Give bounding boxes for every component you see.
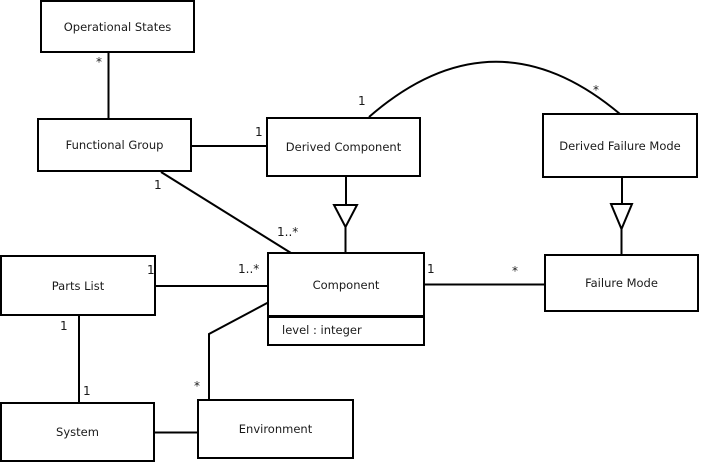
class-component-title: Component: [269, 254, 423, 318]
multiplicity-failure-mode-end: *: [512, 264, 518, 278]
association-functional-group-component[interactable]: [160, 171, 292, 254]
class-name-parts-list: Parts List: [51, 278, 105, 293]
attribute-level: level : integer: [282, 322, 362, 337]
multiplicity-parts-list-end-component: 1: [147, 263, 155, 277]
multiplicity-component-end-parts-list: 1..*: [238, 262, 260, 276]
multiplicity-environment-end: *: [194, 379, 200, 393]
multiplicity-functional-group-end: 1: [154, 178, 162, 192]
class-name-environment: Environment: [238, 422, 313, 436]
class-parts-list[interactable]: Parts List: [0, 255, 156, 316]
class-component[interactable]: Component level : integer: [267, 252, 425, 346]
multiplicity-component-end-failure-mode: 1: [427, 262, 435, 276]
generalization-arrow-derived-failure-mode-icon: [609, 203, 634, 232]
class-component-attributes: level : integer: [269, 318, 423, 341]
class-name-derived-failure-mode: Derived Failure Mode: [559, 138, 681, 153]
class-name-system: System: [56, 425, 99, 439]
class-name-functional-group: Functional Group: [65, 138, 164, 152]
multiplicity-parts-list-end-system: 1: [60, 319, 68, 333]
multiplicity-arc-derived-failure-mode-end: *: [593, 83, 599, 97]
class-name-operational-states: Operational States: [63, 19, 172, 34]
class-name-component: Component: [312, 277, 380, 292]
class-derived-component[interactable]: Derived Component: [266, 117, 421, 177]
multiplicity-arc-derived-component-end: 1: [358, 94, 366, 108]
class-name-failure-mode: Failure Mode: [585, 276, 658, 290]
class-failure-mode[interactable]: Failure Mode: [544, 254, 699, 312]
class-derived-failure-mode[interactable]: Derived Failure Mode: [542, 113, 698, 178]
association-derived-component-derived-failure-mode[interactable]: [368, 60, 621, 118]
class-operational-states[interactable]: Operational States: [40, 0, 195, 53]
class-system[interactable]: System: [0, 402, 155, 462]
class-environment[interactable]: Environment: [197, 399, 354, 459]
multiplicity-derived-component-end: 1: [255, 125, 263, 139]
multiplicity-component-end-functional-group: 1..*: [277, 225, 299, 239]
class-name-derived-component: Derived Component: [285, 140, 402, 154]
generalization-arrow-derived-component-icon: [332, 204, 359, 230]
association-component-environment[interactable]: [208, 301, 270, 400]
multiplicity-operational-states-end: *: [96, 55, 102, 69]
multiplicity-system-end: 1: [83, 384, 91, 398]
class-functional-group[interactable]: Functional Group: [37, 118, 192, 172]
